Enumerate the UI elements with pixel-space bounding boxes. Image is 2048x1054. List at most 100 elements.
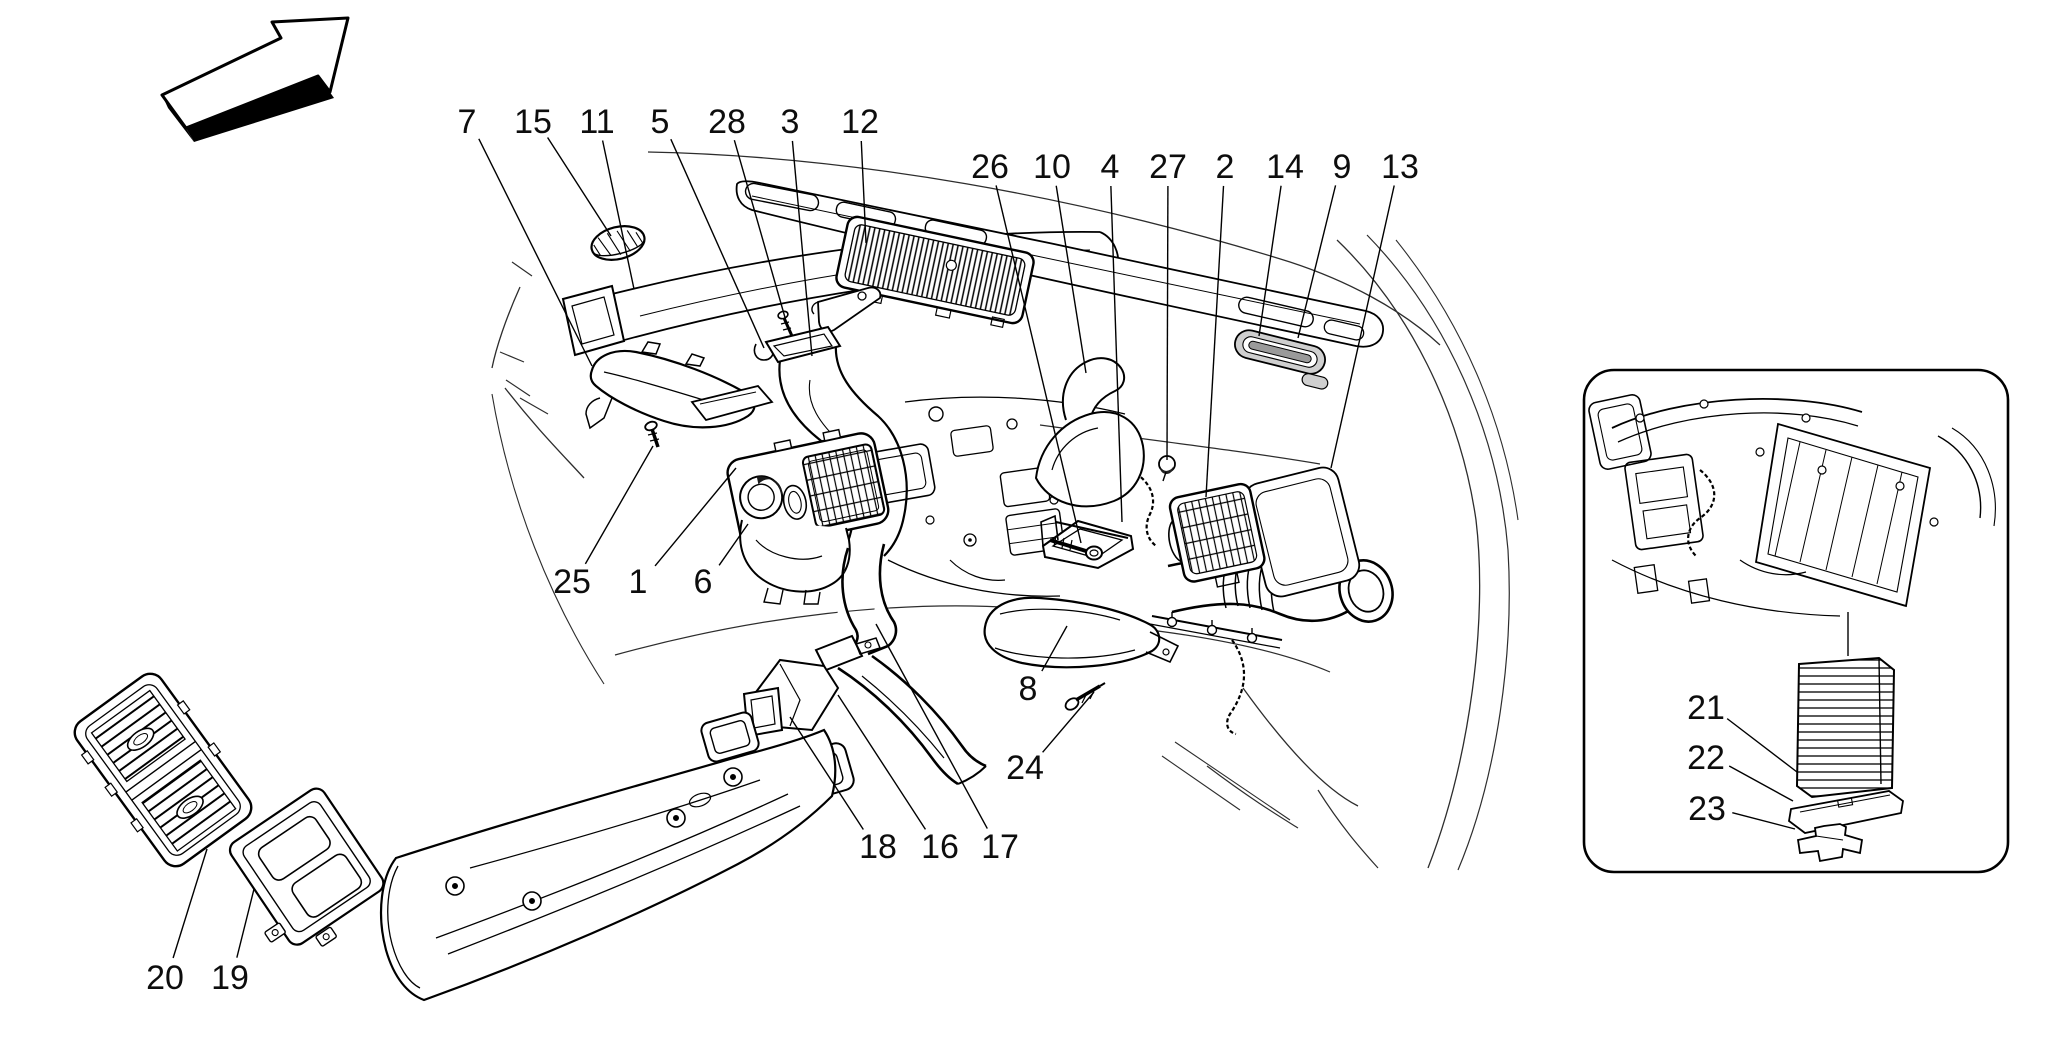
callout-28: 28 — [708, 103, 789, 329]
callout-2: 2 — [1205, 148, 1234, 498]
leader-line-16 — [837, 694, 927, 830]
leader-line-26 — [995, 185, 1082, 544]
grommet-cap-15 — [590, 225, 646, 261]
part-number-20: 20 — [146, 959, 184, 997]
leader-line-3 — [791, 140, 813, 357]
leader-line-4 — [1110, 185, 1123, 523]
underdash-duct-assembly — [380, 728, 837, 1002]
gasket-frame-a — [700, 711, 760, 763]
part-number-5: 5 — [651, 103, 670, 141]
callout-26: 26 — [971, 148, 1082, 544]
leader-line-28 — [733, 139, 789, 329]
filter-cover-22 — [1788, 790, 1904, 834]
callout-4: 4 — [1101, 148, 1123, 523]
filter-clip-23 — [1796, 823, 1864, 863]
bolt-26 — [1049, 535, 1103, 561]
leader-line-17 — [875, 623, 988, 829]
callout-24: 24 — [1006, 691, 1095, 787]
inset-detail-box — [1582, 368, 2010, 874]
demister-duct-7 — [585, 341, 774, 430]
leader-line-8 — [1041, 625, 1068, 672]
leader-line-7 — [478, 138, 593, 367]
leader-line-13 — [1330, 185, 1395, 469]
part-number-8: 8 — [1019, 670, 1038, 708]
callout-16: 16 — [837, 694, 959, 866]
callout-17: 17 — [875, 623, 1019, 866]
side-vent-2 — [1168, 482, 1266, 588]
leader-line-1 — [654, 467, 737, 567]
screw-24 — [1064, 682, 1106, 711]
leader-line-11 — [601, 140, 635, 290]
part-number-14: 14 — [1266, 148, 1304, 186]
callout-21: 21 — [1687, 689, 1798, 773]
car-body-context — [491, 151, 1519, 871]
callout-9: 9 — [1297, 148, 1352, 339]
leader-line-20 — [172, 848, 208, 959]
callout-20: 20 — [146, 848, 208, 997]
part-number-23: 23 — [1688, 790, 1726, 828]
leader-line-21 — [1726, 718, 1798, 773]
lateral-defroster-slot-14 — [1234, 329, 1329, 390]
blower-housing-8 — [983, 596, 1180, 669]
side-vent-bezel — [1243, 466, 1361, 598]
part-number-7: 7 — [458, 103, 477, 141]
callout-22: 22 — [1687, 739, 1794, 802]
part-number-19: 19 — [211, 959, 249, 997]
part-number-22: 22 — [1687, 739, 1725, 777]
callout-6: 6 — [694, 523, 749, 601]
callout-11: 11 — [579, 103, 635, 290]
vent-housing-6 — [739, 519, 851, 605]
part-number-25: 25 — [553, 563, 591, 601]
part-number-15: 15 — [514, 103, 552, 141]
part-number-4: 4 — [1101, 148, 1120, 186]
screw-25 — [644, 420, 660, 448]
part-number-12: 12 — [841, 103, 879, 141]
callout-1: 1 — [629, 467, 737, 601]
callout-8: 8 — [1019, 625, 1068, 708]
callout-15: 15 — [514, 103, 612, 237]
side-foot-duct — [837, 654, 987, 786]
hvac-unit-core — [864, 396, 1283, 736]
part-number-1: 1 — [629, 563, 648, 601]
leader-line-27 — [1166, 185, 1169, 461]
leader-line-14 — [1258, 185, 1282, 337]
leader-line-18 — [789, 716, 864, 830]
leader-line-23 — [1732, 811, 1796, 830]
leader-line-24 — [1042, 691, 1095, 753]
part-number-3: 3 — [781, 103, 800, 141]
leader-line-2 — [1205, 185, 1225, 498]
front-direction-arrow — [160, 16, 350, 142]
callout-19: 19 — [211, 888, 255, 997]
leader-line-15 — [547, 137, 612, 237]
leader-line-22 — [1728, 765, 1794, 802]
part-number-11: 11 — [579, 103, 614, 141]
part-number-21: 21 — [1687, 689, 1725, 727]
callout-13: 13 — [1330, 148, 1419, 469]
callout-3: 3 — [781, 103, 813, 357]
defroster-grille-12 — [835, 215, 1035, 329]
part-number-24: 24 — [1006, 749, 1044, 787]
frame-bracket-4 — [1040, 514, 1135, 570]
lateral-outlet-11 — [561, 284, 626, 357]
part-number-16: 16 — [921, 828, 959, 866]
inset-hvac-unit — [1588, 394, 1996, 617]
leader-line-9 — [1297, 185, 1337, 339]
part-number-18: 18 — [859, 828, 897, 866]
part-number-17: 17 — [981, 828, 1019, 866]
callout-12: 12 — [841, 103, 879, 244]
part-number-28: 28 — [708, 103, 746, 141]
console-vent-20 — [73, 672, 253, 868]
leader-line-5 — [670, 138, 765, 349]
callout-27: 27 — [1149, 148, 1187, 461]
leader-line-25 — [584, 445, 654, 565]
cabin-filter-21 — [1795, 656, 1896, 799]
elbow-duct-16 — [742, 658, 840, 738]
part-number-26: 26 — [971, 148, 1009, 186]
center-foot-duct-17 — [814, 543, 898, 672]
callout-23: 23 — [1688, 790, 1796, 830]
part-number-9: 9 — [1333, 148, 1352, 186]
callout-18: 18 — [789, 716, 897, 866]
